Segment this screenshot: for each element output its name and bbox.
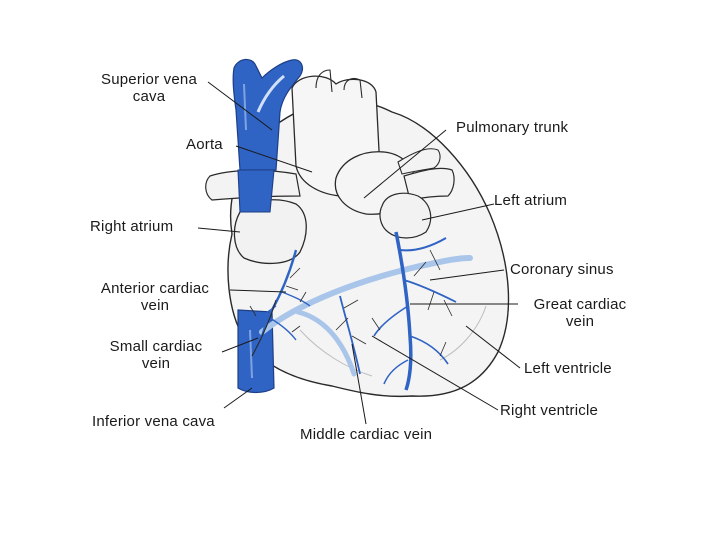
leader-superior-vena-cava xyxy=(207,81,273,131)
leader-left-atrium xyxy=(421,203,495,221)
svc-highlight xyxy=(256,74,285,113)
coronary-sinus-shape xyxy=(259,255,473,335)
aorta-branch xyxy=(343,77,363,99)
label-superior-vena-cava-line2: cava xyxy=(132,88,166,105)
leader-middle-cardiac-vein xyxy=(351,343,367,425)
label-middle-cardiac-vein: Middle cardiac vein xyxy=(300,426,433,443)
pulmonary-branch-right xyxy=(403,167,455,201)
leader-inferior-vena-cava xyxy=(223,387,253,409)
great-cardiac-vein-branch xyxy=(403,279,457,303)
label-superior-vena-cava-line1: Superior vena xyxy=(101,71,197,88)
great-cardiac-vein-branch xyxy=(373,305,409,337)
label-small-cardiac-vein: Small cardiac vein xyxy=(94,338,218,372)
small-cardiac-vein xyxy=(251,299,277,357)
anterior-cardiac-vein-twig xyxy=(249,267,307,333)
label-small-cardiac-vein-line2: vein xyxy=(141,355,171,372)
svc-highlight xyxy=(243,83,247,131)
leader-aorta xyxy=(235,145,313,173)
left-atrium-shape xyxy=(379,192,432,239)
leader-coronary-sinus xyxy=(429,269,505,281)
right-atrium-shape xyxy=(233,199,307,265)
leader-right-ventricle xyxy=(371,335,499,411)
label-coronary-sinus: Coronary sinus xyxy=(510,261,614,278)
label-left-atrium: Left atrium xyxy=(494,192,568,209)
great-cardiac-vein-branch xyxy=(399,237,447,252)
label-great-cardiac-vein-line1: Great cardiac xyxy=(533,296,627,313)
shading-line xyxy=(439,305,487,361)
great-cardiac-vein-branch xyxy=(409,335,449,365)
superior-vena-cava-shape xyxy=(232,58,304,171)
great-cardiac-vein xyxy=(394,231,413,391)
leader-left-ventricle xyxy=(465,325,521,369)
label-great-cardiac-vein: Great cardiac vein xyxy=(514,296,646,330)
great-cardiac-vein-twig xyxy=(371,249,453,357)
leader-small-cardiac-vein xyxy=(221,337,259,353)
label-left-ventricle: Left ventricle xyxy=(524,360,612,377)
label-superior-vena-cava: Superior vena cava xyxy=(86,71,212,105)
label-pulmonary-trunk: Pulmonary trunk xyxy=(456,119,569,136)
leader-lines xyxy=(197,81,521,425)
label-right-ventricle: Right ventricle xyxy=(500,402,599,419)
label-inferior-vena-cava: Inferior vena cava xyxy=(92,413,215,430)
shading-line xyxy=(299,329,373,377)
label-anterior-cardiac-vein-line2: vein xyxy=(140,297,170,314)
label-aorta: Aorta xyxy=(186,136,223,153)
leader-anterior-cardiac-vein xyxy=(229,289,287,293)
label-great-cardiac-vein-line2: vein xyxy=(565,313,595,330)
aorta-branch xyxy=(315,69,333,93)
label-anterior-cardiac-vein: Anterior cardiac vein xyxy=(84,280,226,314)
ivc-highlight xyxy=(249,329,253,379)
middle-cardiac-vein xyxy=(339,295,361,375)
label-anterior-cardiac-vein-line1: Anterior cardiac xyxy=(100,280,210,297)
label-right-atrium: Right atrium xyxy=(90,218,174,235)
leader-pulmonary-trunk xyxy=(363,129,447,199)
great-cardiac-vein-branch xyxy=(383,359,409,385)
vena-cava-column xyxy=(237,169,275,213)
leader-right-atrium xyxy=(197,227,241,233)
coronary-sinus-shape xyxy=(295,309,357,377)
label-small-cardiac-vein-line1: Small cardiac xyxy=(109,338,203,355)
middle-cardiac-vein-twig xyxy=(335,299,367,345)
